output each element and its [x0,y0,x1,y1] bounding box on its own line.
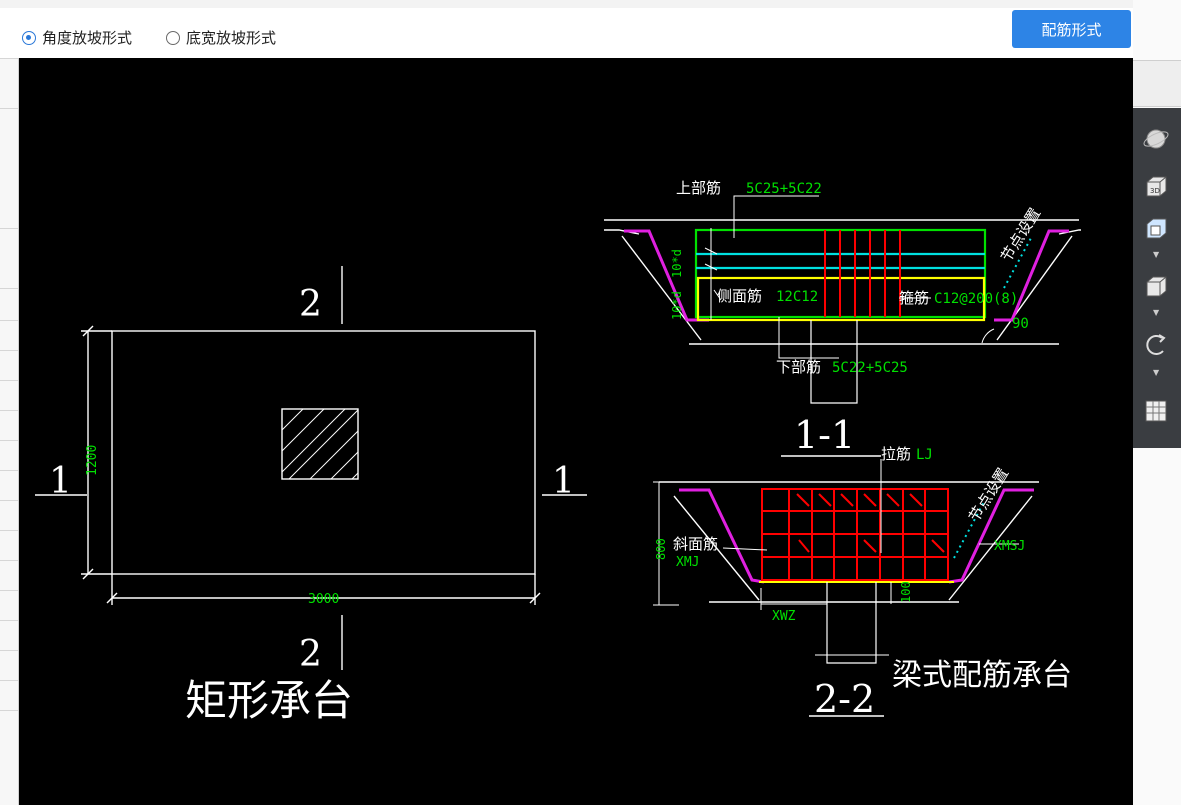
stirrup-label: 箍筋 [899,289,929,307]
tie-label: 拉筋 [881,445,911,463]
tie-value: LJ [916,447,933,463]
side-rebar-label: 侧面筋 [717,287,762,305]
view-3d-icon[interactable]: 3D [1139,170,1173,204]
dim-height-text: 1200 [85,445,100,476]
top-rebar-value: 5C25+5C22 [746,181,822,197]
slope-rebar-label: 斜面筋 [673,535,718,553]
radio-angle-slope[interactable]: 角度放坡形式 [22,27,132,48]
vertical-dim-2: 10*d [670,249,684,278]
section-1-1-title: 1-1 [794,413,855,457]
orbit-icon[interactable] [1139,122,1173,156]
xwz-label: XWZ [772,609,796,624]
cad-drawing-canvas[interactable]: 2 2 1 1 1200 3000 矩形承台 [19,58,1133,805]
rotate-icon[interactable] [1139,328,1173,362]
bottom-rebar-label: 下部筋 [776,358,821,376]
xmsj-label: XMSJ [994,539,1025,554]
left-panel-edge [0,58,19,805]
section-2-top-label: 2 [299,284,322,325]
cap-outline [111,330,536,575]
radio-width-slope[interactable]: 底宽放坡形式 [166,27,276,48]
height-dim-800: 800 [654,538,668,560]
angle-value: 90 [1012,316,1029,332]
view-cube-icon[interactable] [1139,212,1173,246]
node-setting-2: 节点设置 [965,465,1012,525]
rect-cap-title: 矩形承台 [185,676,353,725]
side-rebar-value: 12C12 [776,289,818,305]
radio-width-label: 底宽放坡形式 [186,29,277,47]
view-box-icon[interactable] [1139,270,1173,304]
column-section [281,408,359,480]
view-toolbar: 3D ▼ ▼ ▼ [1133,108,1181,448]
section-2-bottom-label: 2 [299,634,322,675]
radio-angle-label: 角度放坡形式 [42,29,133,47]
section-1-right-label: 1 [552,461,575,502]
option-bar: 角度放坡形式 底宽放坡形式 配筋形式 [0,8,1133,58]
section-1-1 [604,195,1081,457]
rotate-dropdown-icon[interactable]: ▼ [1153,368,1160,377]
grid-select-icon[interactable] [1139,394,1173,428]
bottom-rebar-value: 5C22+5C25 [832,360,908,376]
cap-drawing-svg: 2 2 1 1 1200 3000 矩形承台 [35,179,1081,725]
vertical-dim-1: 10*d [670,291,684,320]
slope-rebar-value: XMJ [676,555,699,570]
radio-dot-icon[interactable] [166,30,180,45]
top-rebar-label: 上部筋 [676,179,721,197]
svg-text:3D: 3D [1150,187,1160,195]
beam-cap-title: 梁式配筋承台 [892,658,1072,693]
section-2-2-title: 2-2 [814,677,875,721]
right-panel-box [1133,60,1181,107]
rect-cap-plan [35,266,587,670]
dim-100: 100 [899,581,913,603]
stirrup-value: C12@200(8) [934,291,1018,307]
column-hatch [281,408,359,480]
dim-width-text: 3000 [308,592,339,607]
view-box-dropdown-icon[interactable]: ▼ [1153,308,1160,317]
rebar-form-button[interactable]: 配筋形式 [1012,10,1131,48]
section-2-2 [653,459,1039,717]
view-cube-dropdown-icon[interactable]: ▼ [1153,250,1160,259]
section-1-left-label: 1 [49,461,72,502]
radio-dot-selected-icon[interactable] [22,30,36,45]
